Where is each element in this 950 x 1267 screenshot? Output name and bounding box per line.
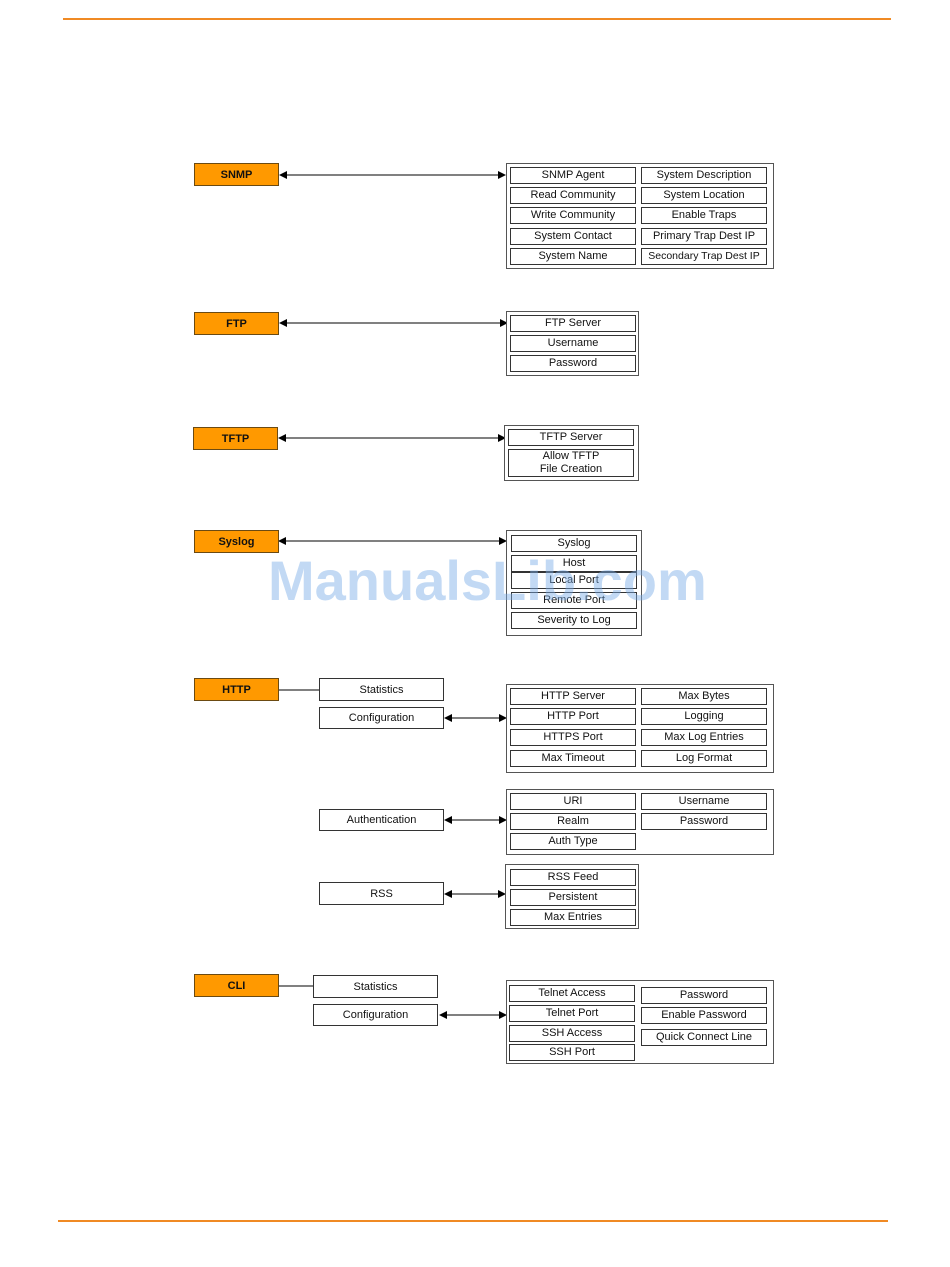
snmp-field: System Name: [510, 248, 636, 265]
http-auth-field: Realm: [510, 813, 636, 830]
syslog-field: Remote Port: [511, 592, 637, 609]
http-rss-field: RSS Feed: [510, 869, 636, 886]
syslog-field: Severity to Log: [511, 612, 637, 629]
http-authentication-box: Authentication: [319, 809, 444, 831]
http-config-field: Max Timeout: [510, 750, 636, 767]
cli-config-field: Telnet Access: [509, 985, 635, 1002]
http-auth-field: Auth Type: [510, 833, 636, 850]
http-config-field: HTTPS Port: [510, 729, 636, 746]
http-config-field: Max Bytes: [641, 688, 767, 705]
http-auth-field: URI: [510, 793, 636, 810]
http-config-field: Log Format: [641, 750, 767, 767]
http-rss-field: Max Entries: [510, 909, 636, 926]
syslog-field: Host: [511, 555, 637, 572]
http-config-field: HTTP Port: [510, 708, 636, 725]
cli-config-field: Telnet Port: [509, 1005, 635, 1022]
snmp-node: SNMP: [194, 163, 279, 186]
http-rss-field: Persistent: [510, 889, 636, 906]
http-statistics-box: Statistics: [319, 678, 444, 701]
ftp-field: Password: [510, 355, 636, 372]
snmp-field: Write Community: [510, 207, 636, 224]
http-auth-field: Password: [641, 813, 767, 830]
cli-node: CLI: [194, 974, 279, 997]
cli-config-field: Enable Password: [641, 1007, 767, 1024]
ftp-node: FTP: [194, 312, 279, 335]
ftp-field: Username: [510, 335, 636, 352]
snmp-field: Primary Trap Dest IP: [641, 228, 767, 245]
snmp-field: Enable Traps: [641, 207, 767, 224]
snmp-field: System Location: [641, 187, 767, 204]
http-rss-box: RSS: [319, 882, 444, 905]
http-config-field: Logging: [641, 708, 767, 725]
snmp-field: System Contact: [510, 228, 636, 245]
syslog-field: Syslog: [511, 535, 637, 552]
cli-config-field: Password: [641, 987, 767, 1004]
cli-configuration-box: Configuration: [313, 1004, 438, 1026]
bottom-rule: [58, 1220, 888, 1222]
tftp-field: Allow TFTP File Creation: [508, 449, 634, 477]
cli-config-field: SSH Port: [509, 1044, 635, 1061]
snmp-field: System Description: [641, 167, 767, 184]
ftp-field: FTP Server: [510, 315, 636, 332]
tftp-field: TFTP Server: [508, 429, 634, 446]
syslog-field: Local Port: [511, 572, 637, 589]
syslog-node: Syslog: [194, 530, 279, 553]
tftp-node: TFTP: [193, 427, 278, 450]
http-config-field: Max Log Entries: [641, 729, 767, 746]
snmp-field: Secondary Trap Dest IP: [641, 248, 767, 265]
cli-config-field: SSH Access: [509, 1025, 635, 1042]
cli-config-field: Quick Connect Line: [641, 1029, 767, 1046]
http-node: HTTP: [194, 678, 279, 701]
top-rule: [63, 18, 891, 20]
http-config-field: HTTP Server: [510, 688, 636, 705]
http-configuration-box: Configuration: [319, 707, 444, 729]
http-auth-field: Username: [641, 793, 767, 810]
snmp-field: Read Community: [510, 187, 636, 204]
cli-statistics-box: Statistics: [313, 975, 438, 998]
snmp-field: SNMP Agent: [510, 167, 636, 184]
